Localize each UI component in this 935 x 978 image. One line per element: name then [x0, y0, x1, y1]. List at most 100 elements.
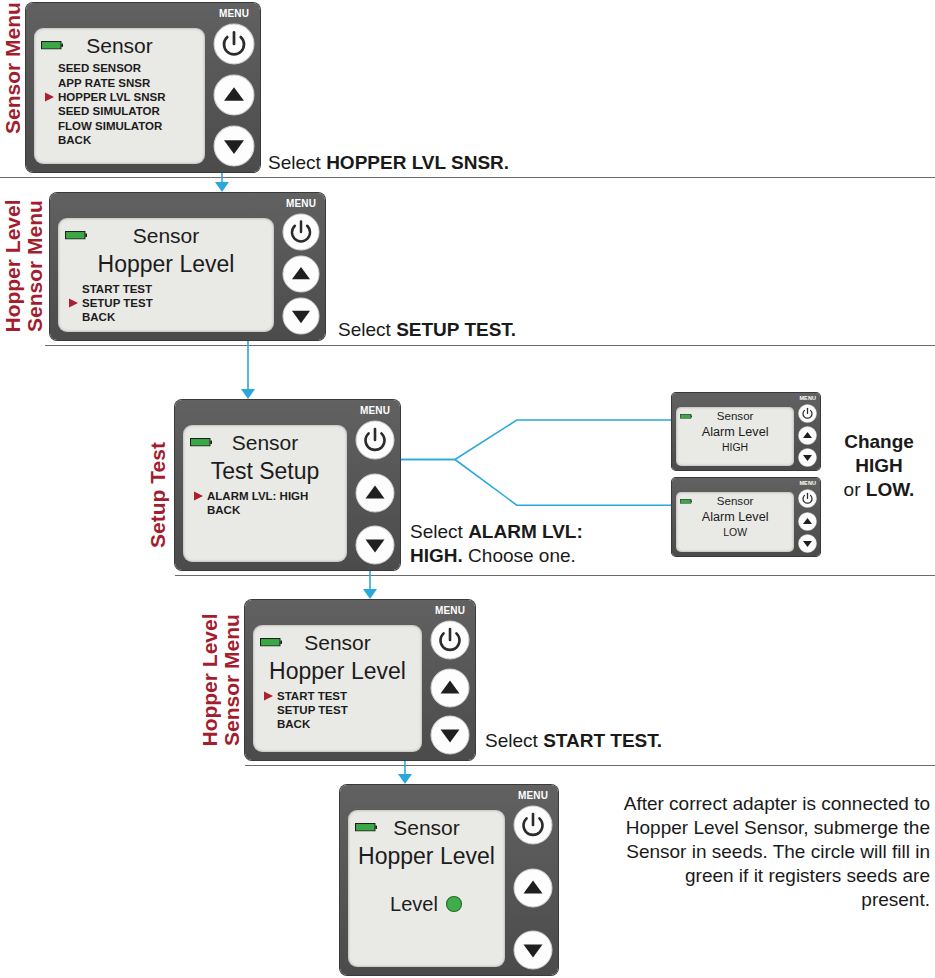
battery-icon: [260, 638, 282, 647]
battery-icon: [191, 439, 212, 446]
bold-text: Change: [844, 431, 914, 452]
up-button: [214, 75, 254, 115]
device-panel: SensorTest SetupALARM LVL: HIGHBACKMENU: [175, 400, 400, 570]
screen-title-text: Sensor: [215, 431, 315, 455]
button-column: [355, 420, 395, 565]
screen-title-text: Sensor: [66, 34, 173, 58]
down-button: [798, 534, 817, 553]
battery-icon: [355, 823, 377, 832]
power-button: [430, 620, 470, 660]
section-label: Setup Test: [147, 420, 169, 570]
arrow-head: [363, 589, 377, 599]
up-button: [213, 74, 255, 116]
text-line: Setup Test: [147, 420, 169, 570]
power-button: [355, 420, 395, 460]
section-divider: [175, 575, 935, 576]
power-button: [513, 805, 553, 845]
power-button: [798, 489, 817, 508]
screen-item-text: BACK: [187, 503, 343, 517]
plain-text: Select: [410, 521, 463, 542]
arrow-head: [398, 774, 412, 784]
screen-menu-text: MENU: [798, 396, 817, 402]
lcd-screen: SensorSEED SENSORAPP RATE SNSRHOPPER LVL…: [34, 28, 205, 164]
plain-text: or: [844, 479, 861, 500]
section-divider: [245, 765, 935, 766]
screen-sub-text: Hopper Level: [352, 843, 501, 869]
selection-pointer: [45, 92, 54, 102]
screen-item-text: SETUP TEST: [62, 296, 270, 310]
selection-pointer: [194, 491, 203, 501]
instruction-text: SelectSETUP TEST.: [338, 318, 758, 342]
section-label: Hopper Level Sensor Menu: [2, 191, 46, 341]
flow-connector: [400, 420, 672, 460]
battery-icon: [261, 639, 282, 646]
battery-icon: [42, 42, 63, 49]
down-button: [513, 930, 553, 970]
screen-item-text: SEED SENSOR: [38, 61, 201, 75]
screen-title-text: Sensor: [380, 816, 473, 840]
battery-icon: [680, 499, 692, 503]
down-button: [283, 298, 319, 334]
device-panel: SensorHopper LevelLevel MENU: [340, 785, 558, 975]
down-button: [356, 526, 394, 564]
power-button: [799, 404, 817, 422]
arrow-head: [241, 389, 255, 399]
power-button: [356, 421, 394, 459]
level-row: Level: [352, 892, 501, 916]
up-button: [431, 669, 469, 707]
device-panel: SensorAlarm LevelLOWMENU: [672, 478, 820, 556]
screen-item-text: START TEST: [257, 689, 418, 703]
instruction-text: SelectSTART TEST.: [485, 729, 905, 753]
power-button: [213, 23, 255, 65]
section-divider: [0, 177, 935, 178]
screen-item-text: BACK: [38, 133, 201, 147]
down-button: [799, 535, 817, 553]
screen-menu-text: MENU: [798, 481, 817, 487]
up-button: [798, 512, 817, 531]
battery-icon: [680, 499, 692, 504]
bold-text: HIGH: [855, 455, 903, 476]
screen-val-text: HIGH: [679, 442, 792, 455]
screen-title-text: Sensor: [285, 631, 390, 655]
down-button: [430, 715, 470, 755]
screen-sub-text: Alarm Level: [679, 510, 792, 525]
bold-text: SETUP TEST.: [396, 319, 516, 340]
plain-text: Setup Test: [146, 442, 169, 548]
connector-line: [247, 340, 249, 389]
instruction-text: ChangeHIGHorLOW.: [826, 430, 932, 502]
connector-line: [400, 420, 672, 460]
level-indicator: [446, 896, 461, 911]
button-column: [430, 620, 470, 755]
power-button: [282, 213, 320, 251]
screen-menu-text: MENU: [513, 791, 553, 801]
plain-text: Select: [485, 730, 538, 751]
down-button: [798, 448, 817, 467]
power-button: [431, 621, 469, 659]
screen-menu-text: MENU: [355, 406, 395, 416]
level-indicator: [445, 895, 463, 913]
title-row: Sensor: [679, 410, 792, 423]
text-line: orLOW.: [826, 478, 932, 502]
selection-pointer: [264, 691, 273, 701]
section-divider: [45, 345, 935, 346]
title-row: Sensor: [38, 34, 201, 58]
screen-item-text: BACK: [257, 717, 418, 731]
text-line: SelectSETUP TEST.: [338, 318, 758, 342]
text-line: SelectHOPPER LVL SNSR.: [268, 151, 688, 175]
screen-menu-text: MENU: [282, 199, 320, 209]
lcd-screen: SensorHopper LevelSTART TESTSETUP TESTBA…: [58, 218, 274, 332]
title-row: Sensor: [352, 816, 501, 840]
screen-menu-text: MENU: [430, 606, 470, 616]
bold-text: START TEST.: [543, 730, 662, 751]
lcd-screen: SensorHopper LevelSTART TESTSETUP TESTBA…: [253, 625, 422, 752]
up-button: [799, 427, 817, 445]
button-column: [798, 404, 817, 467]
text-line: SelectSTART TEST.: [485, 729, 905, 753]
flow-connector: [363, 570, 377, 599]
screen-item-text: HOPPER LVL SNSR: [38, 90, 201, 104]
plain-text: Select: [338, 319, 391, 340]
screen-sub-text: Hopper Level: [257, 658, 418, 684]
bold-text: LOW.: [866, 479, 915, 500]
power-button: [799, 489, 817, 507]
screen-sub-text: Hopper Level: [62, 251, 270, 277]
